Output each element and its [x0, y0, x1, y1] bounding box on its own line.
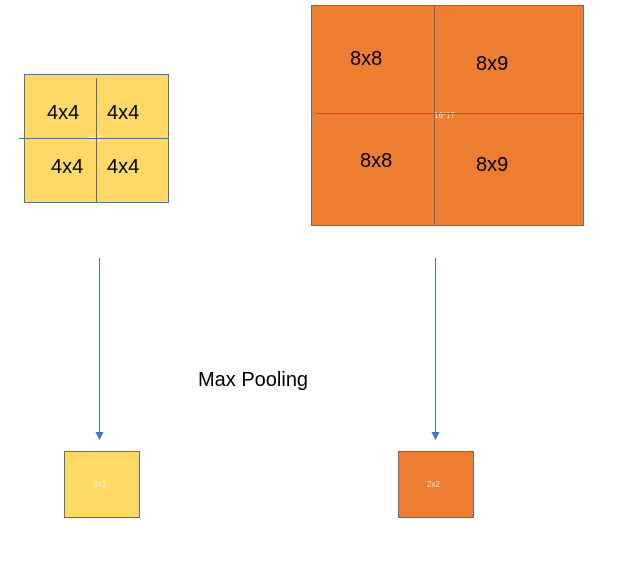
small-input-bottom-right-label: 4x4 [107, 156, 140, 178]
large-input-horizontal-divider [316, 113, 584, 114]
large-input-bottom-left-label: 8x8 [360, 150, 393, 172]
large-input-grid: 8x8 8x9 8x8 8x9 16*17 [311, 5, 584, 226]
max-pooling-caption: Max Pooling [198, 369, 309, 391]
small-output-label: 2x2 [93, 480, 106, 489]
large-input-top-left-label: 8x8 [350, 48, 383, 70]
large-input-bottom-right-label: 8x9 [476, 154, 509, 176]
large-output-label: 2x2 [427, 480, 440, 489]
large-input-top-right-label: 8x9 [476, 53, 509, 75]
small-input-vertical-divider [96, 78, 97, 203]
small-input-horizontal-divider [19, 138, 169, 139]
large-input-size-label: 16*17 [434, 111, 455, 120]
small-output-box: 2x2 [64, 451, 140, 518]
large-output-box: 2x2 [398, 451, 474, 518]
large-input-vertical-divider [434, 6, 435, 226]
small-input-top-right-label: 4x4 [107, 102, 140, 124]
small-input-top-left-label: 4x4 [47, 102, 80, 124]
small-input-bottom-left-label: 4x4 [51, 156, 84, 178]
